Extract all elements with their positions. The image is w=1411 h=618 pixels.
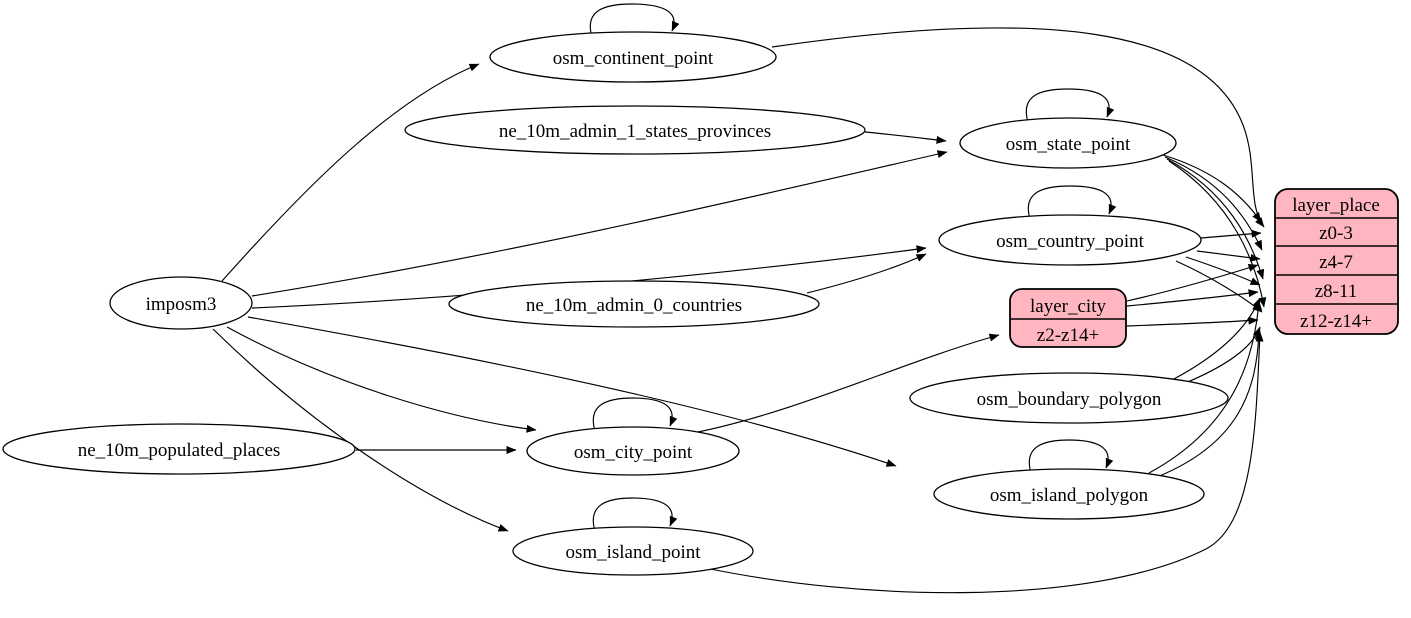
node-osm-island-polygon: osm_island_polygon xyxy=(933,468,1205,520)
edge-osm-island-polygon-to-layer-place-z12-z14 xyxy=(1156,329,1263,478)
edge-osm-state-point-to-layer-place-z4-7 xyxy=(1164,156,1263,251)
edge-self-loop-osm-continent-point xyxy=(589,3,680,38)
osm-city-point-label: osm_city_point xyxy=(574,442,693,463)
edge-imposm3-to-osm-state-point xyxy=(251,150,948,297)
osm-country-point-ellipse xyxy=(938,214,1202,266)
edge-self-loop-osm-island-point xyxy=(592,497,678,532)
edge-osm-country-point-to-layer-place-z8-11 xyxy=(1185,256,1261,286)
edge-imposm3-to-osm-island-polygon xyxy=(247,316,897,467)
osm-continent-point-ellipse xyxy=(489,31,777,83)
node-osm-state-point: osm_state_point xyxy=(959,117,1177,169)
osm-city-point-ellipse xyxy=(526,426,740,476)
layer-place-title: layer_place xyxy=(1292,195,1380,216)
edge-self-loop-osm-city-point xyxy=(592,397,678,432)
edge-layer xyxy=(212,3,1267,594)
edge-osm-country-point-to-layer-place-z0-3 xyxy=(1200,229,1262,239)
node-ne-10m-populated-places: ne_10m_populated_places xyxy=(2,423,356,475)
layer-place-row-z12-z14: z12-z14+ xyxy=(1300,311,1372,332)
edge-osm-state-point-to-layer-place-z8-11 xyxy=(1166,158,1265,280)
edge-imposm3-to-osm-continent-point xyxy=(221,63,480,282)
edge-layer-city-to-layer-place-z8-11 xyxy=(1126,289,1259,307)
node-osm-city-point: osm_city_point xyxy=(526,426,740,476)
osm-country-point-label: osm_country_point xyxy=(996,231,1144,252)
record-layer-city: layer_city z2-z14+ xyxy=(1009,288,1127,348)
ne-10m-populated-places-label: ne_10m_populated_places xyxy=(78,440,281,461)
imposm3-ellipse xyxy=(109,276,253,330)
node-osm-boundary-polygon: osm_boundary_polygon xyxy=(909,372,1229,424)
edge-osm-city-point-to-layer-city-z2-z14 xyxy=(697,333,1000,433)
edge-osm-island-polygon-to-layer-place-z8-11 xyxy=(1148,300,1263,474)
layer-city-title: layer_city xyxy=(1030,296,1106,317)
osm-state-point-label: osm_state_point xyxy=(1006,134,1131,155)
edge-ne10m-admin0-to-osm-country-point xyxy=(806,253,927,294)
osm-island-polygon-ellipse xyxy=(933,468,1205,520)
osm-state-point-ellipse xyxy=(959,117,1177,169)
osm-continent-point-label: osm_continent_point xyxy=(553,48,714,69)
edge-layer-city-to-layer-place-z12-z14 xyxy=(1126,316,1259,327)
record-layer-place: layer_place z0-3 z4-7 z8-11 z12-z14+ xyxy=(1274,188,1399,335)
edge-osm-continent-point-to-layer-place-z0-3 xyxy=(771,27,1265,228)
osm-boundary-polygon-ellipse xyxy=(909,372,1229,424)
edge-osm-state-point-to-layer-place-z12-z14 xyxy=(1168,160,1267,308)
edge-layer-city-to-layer-place-z4-7 xyxy=(1126,264,1259,302)
osm-island-polygon-label: osm_island_polygon xyxy=(990,485,1149,506)
node-imposm3: imposm3 xyxy=(109,276,253,330)
edge-ne10m-admin1-to-osm-state-point xyxy=(864,131,947,144)
ne-10m-admin-1-ellipse xyxy=(404,105,866,155)
edge-self-loop-osm-state-point xyxy=(1025,88,1115,123)
osm-boundary-polygon-label: osm_boundary_polygon xyxy=(977,389,1162,410)
osm-island-point-label: osm_island_point xyxy=(565,542,701,563)
layer-place-row-z4-7: z4-7 xyxy=(1319,252,1353,273)
layer-city-row-z2-z14: z2-z14+ xyxy=(1037,325,1099,346)
node-ne-10m-admin-0-countries: ne_10m_admin_0_countries xyxy=(448,280,820,328)
imposm3-label: imposm3 xyxy=(146,294,217,315)
node-osm-country-point: osm_country_point xyxy=(938,214,1202,266)
layer-place-row-z0-3: z0-3 xyxy=(1319,223,1353,244)
ne-10m-populated-places-ellipse xyxy=(2,423,356,475)
layer-city-box xyxy=(1009,288,1127,348)
ne-10m-admin-0-label: ne_10m_admin_0_countries xyxy=(526,295,742,316)
osm-island-point-ellipse xyxy=(512,526,754,576)
node-osm-island-point: osm_island_point xyxy=(512,526,754,576)
edge-osm-state-point-to-layer-place-z0-3 xyxy=(1162,154,1262,223)
edge-imposm3-to-osm-island-point xyxy=(212,328,509,532)
edge-self-loop-osm-country-point xyxy=(1027,185,1117,220)
edge-self-loop-osm-island-polygon xyxy=(1028,439,1114,474)
edge-imposm3-to-osm-city-point xyxy=(226,326,537,433)
node-osm-continent-point: osm_continent_point xyxy=(489,31,777,83)
layer-place-box xyxy=(1274,188,1399,335)
node-ne-10m-admin-1-states-provinces: ne_10m_admin_1_states_provinces xyxy=(404,105,866,155)
ne-10m-admin-1-label: ne_10m_admin_1_states_provinces xyxy=(499,121,771,142)
ne-10m-admin-0-ellipse xyxy=(448,280,820,328)
edge-osm-island-point-to-layer-place-z12-z14 xyxy=(700,331,1264,594)
layer-place-row-z8-11: z8-11 xyxy=(1315,281,1358,302)
edge-osm-country-point-to-layer-place-z4-7 xyxy=(1196,250,1261,262)
